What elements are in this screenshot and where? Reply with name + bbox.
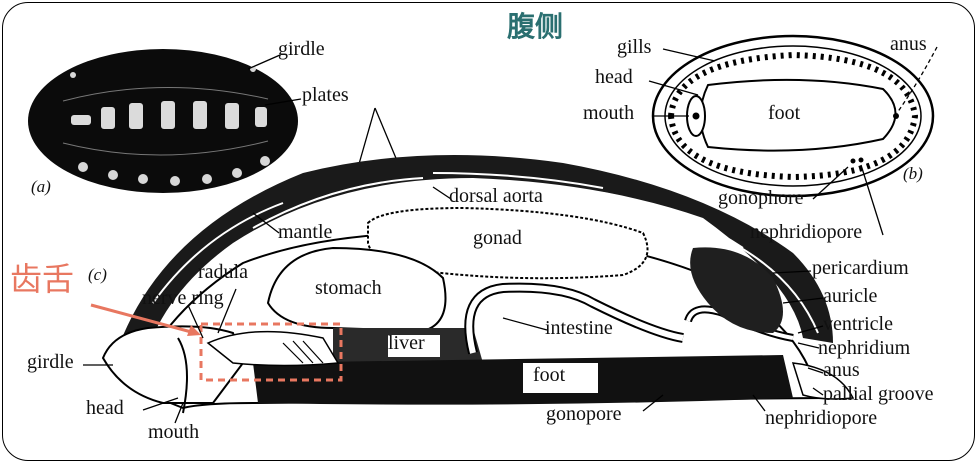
radula-cn-label: 齿舌 — [10, 263, 74, 295]
label-a-plates: plates — [302, 85, 349, 105]
ventral-side-label: 腹侧 — [507, 13, 563, 41]
panel-label-a: (a) — [31, 178, 51, 195]
label-b-nephridiopore: nephridiopore — [750, 222, 862, 242]
label-c-dorsal-aorta: dorsal aorta — [449, 186, 543, 206]
panel-label-c: (c) — [88, 266, 107, 283]
label-b-anus: anus — [890, 34, 927, 54]
label-c-nerve-ring: nerve ring — [142, 288, 224, 308]
label-c-liver: liver — [388, 333, 425, 353]
label-a-girdle: girdle — [278, 39, 325, 59]
label-c-gonopore: gonopore — [546, 404, 622, 424]
label-c-foot: foot — [533, 365, 565, 385]
label-c-radula: radula — [198, 262, 248, 282]
panel-label-b: (b) — [903, 165, 923, 182]
label-b-gonophore: gonophore — [718, 188, 804, 208]
label-c-head: head — [86, 398, 124, 418]
label-c-nephridiopore: nephridiopore — [765, 408, 877, 428]
label-c-mantle: mantle — [278, 222, 332, 242]
label-c-stomach: stomach — [315, 278, 382, 298]
label-c-auricle: auricle — [823, 286, 877, 306]
label-c-mouth: mouth — [148, 422, 199, 442]
label-c-pericardium: pericardium — [812, 258, 909, 278]
label-b-gills: gills — [617, 37, 651, 57]
chiton-dorsal-view — [28, 49, 298, 193]
label-c-pallial-groove: pallial groove — [823, 384, 934, 404]
label-b-mouth: mouth — [583, 103, 634, 123]
label-c-ventricle: ventricle — [823, 314, 893, 334]
label-c-nephridium: nephridium — [818, 338, 910, 358]
label-b-foot: foot — [768, 103, 800, 123]
label-c-anus: anus — [823, 360, 860, 380]
label-c-intestine: intestine — [545, 318, 613, 338]
label-c-girdle: girdle — [27, 352, 74, 372]
label-c-gonad: gonad — [473, 228, 522, 248]
label-b-head: head — [595, 67, 633, 87]
